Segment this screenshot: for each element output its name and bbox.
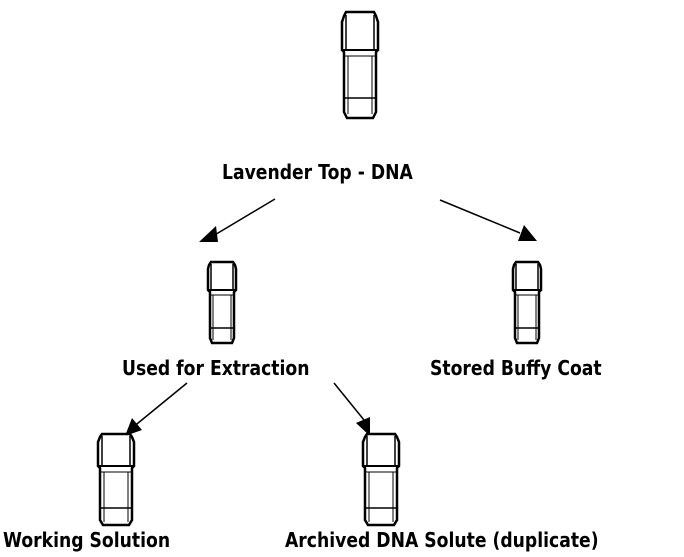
node-label-archived: Archived DNA Solute (duplicate) [285,528,599,552]
node-label-buffy: Stored Buffy Coat [430,356,602,380]
tube-icon [361,432,401,527]
arrowhead-icon [125,418,142,436]
edge-root-to-extraction [199,198,276,242]
arrowhead-icon [356,417,370,436]
node-label-extraction: Used for Extraction [122,356,310,380]
tube-icon [511,260,543,345]
tube-icon [340,10,380,120]
node-label-working: Working Solution [3,528,171,552]
tube-icon [206,260,238,345]
edge-root-to-buffy [439,199,537,241]
edge-extraction-to-working [125,382,188,436]
arrowhead-icon [518,225,537,241]
tube-icon [96,432,136,527]
node-label-root: Lavender Top - DNA [222,160,413,184]
edge-extraction-to-archived [333,382,370,436]
arrowhead-icon [199,226,218,242]
